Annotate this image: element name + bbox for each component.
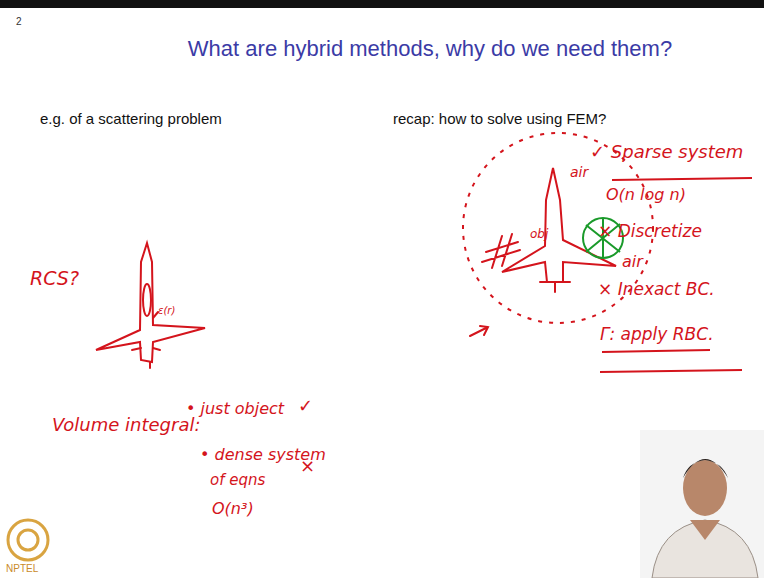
watermark: NPTEL <box>6 563 38 575</box>
note: Γ: apply RBC. <box>600 325 714 345</box>
speaker-figure <box>640 430 764 578</box>
airplane-sketch <box>96 243 205 368</box>
note: ✓ Sparse system <box>590 142 743 163</box>
nptel-logo <box>8 520 48 560</box>
note: air <box>622 253 643 271</box>
page-number: 2 <box>16 16 22 28</box>
formula: O(n³) <box>212 500 254 518</box>
airplane-sketch <box>470 168 616 336</box>
note: × Inexact BC. <box>598 280 715 300</box>
section-heading: e.g. of a scattering problem <box>40 110 222 127</box>
top-bar <box>0 0 764 8</box>
underline <box>600 178 752 372</box>
formula: O(n log n) <box>606 186 686 204</box>
note: • just object <box>186 400 284 418</box>
symbol: ε(r) <box>158 305 175 317</box>
note: RCS? <box>30 268 79 290</box>
mark: ✓ <box>298 396 313 417</box>
note: Volume integral: <box>52 415 200 436</box>
mark: × <box>300 456 315 477</box>
slide-title: What are hybrid methods, why do we need … <box>188 36 672 61</box>
section-heading: recap: how to solve using FEM? <box>393 110 606 127</box>
note: of eqns <box>210 472 265 489</box>
region-label: obj <box>530 228 548 242</box>
region-label: air <box>570 164 588 180</box>
note: × Discretize <box>598 222 702 242</box>
